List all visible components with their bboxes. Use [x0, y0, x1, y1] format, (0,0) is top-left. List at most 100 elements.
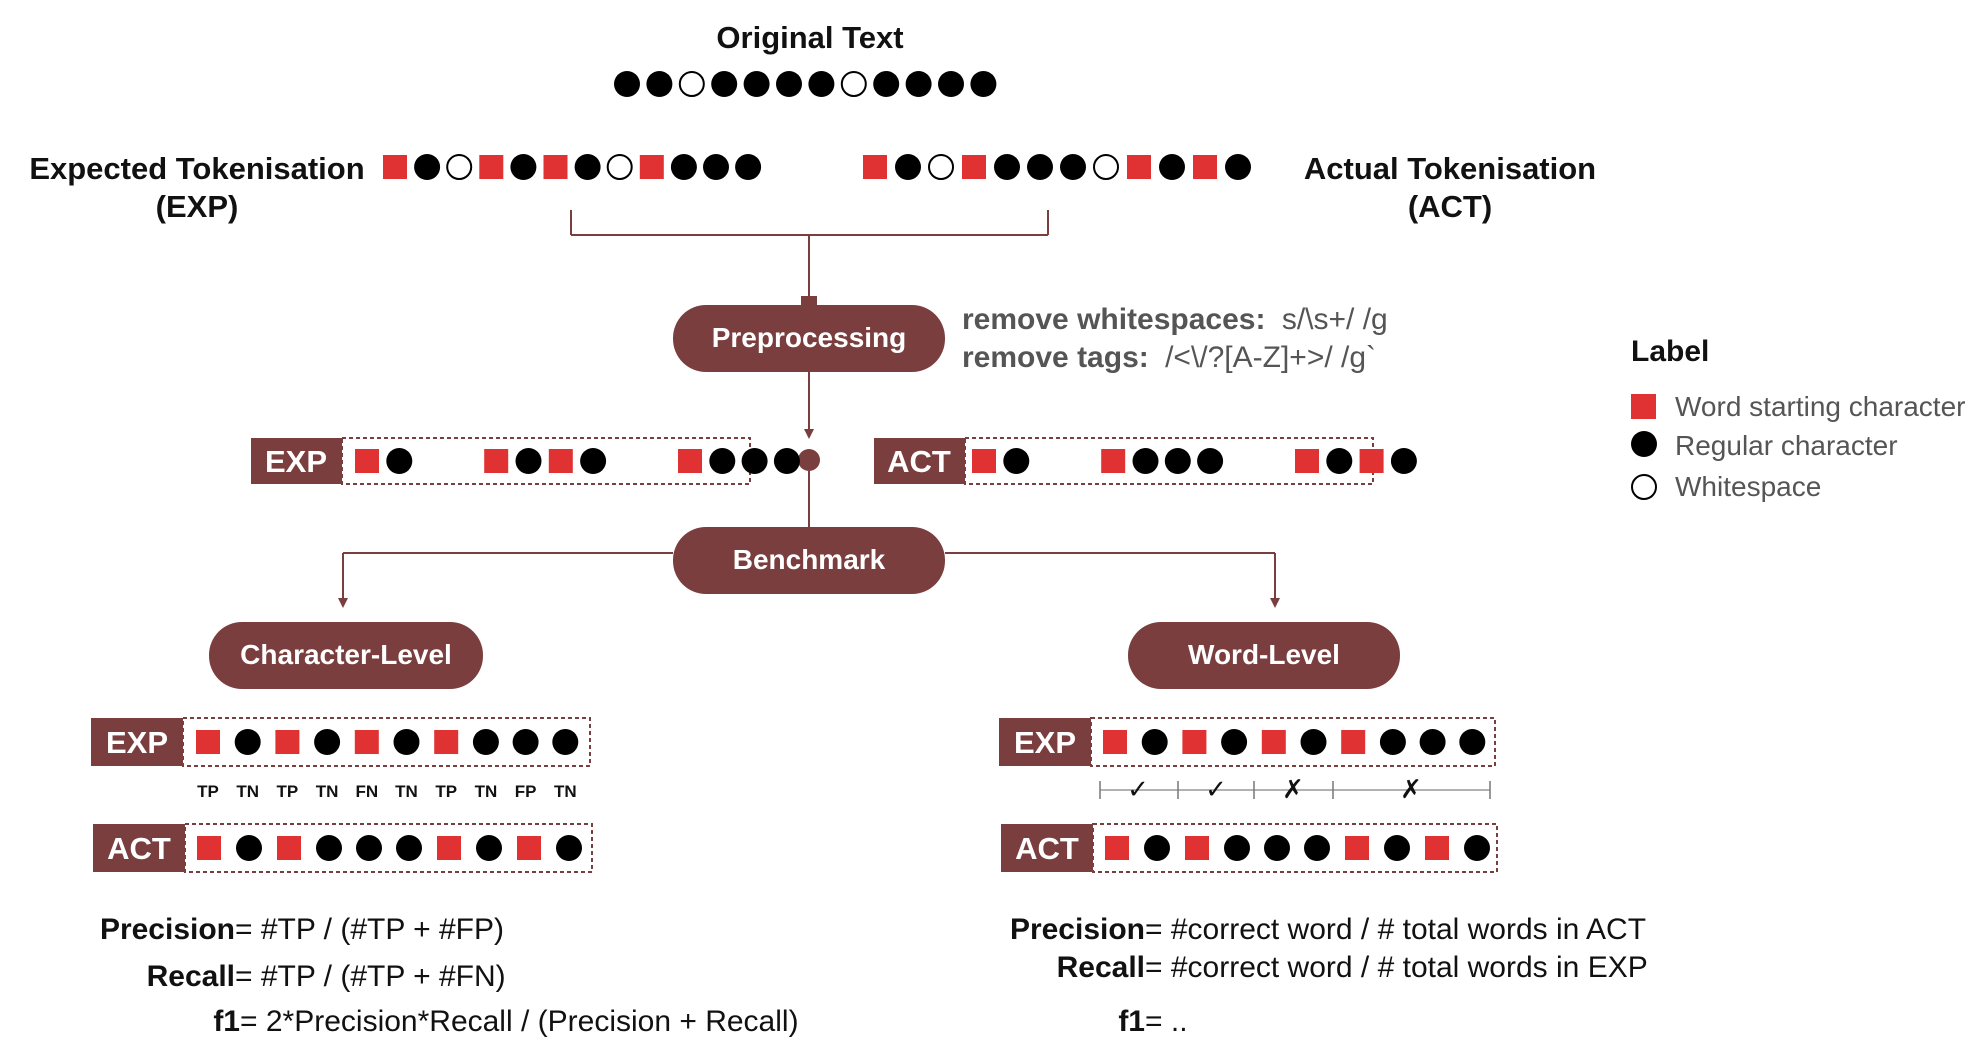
word-level-formulas: Precision = #correct word / # total word… — [1010, 913, 1648, 1038]
regular-dot — [873, 71, 900, 97]
word-start-square — [1425, 836, 1449, 860]
regular-dot — [1225, 154, 1251, 180]
preprocessed-act-row: ACT — [874, 437, 1417, 485]
rule-whitespace-pattern: s/\s+/ /g — [1282, 303, 1388, 336]
legend: Label Word starting character Regular ch… — [1631, 335, 1966, 502]
word-start-square — [1345, 836, 1369, 860]
whitespace-ring — [928, 154, 954, 180]
legend-square-symbol — [1631, 394, 1656, 419]
regular-dot — [512, 729, 539, 755]
word-start-square — [1127, 155, 1151, 179]
regular-dot — [1159, 154, 1185, 180]
regular-dot — [905, 71, 932, 97]
regular-dot — [236, 835, 262, 861]
character-level-label: Character-Level — [240, 639, 452, 670]
regular-dot — [646, 71, 673, 97]
regular-dot — [1224, 835, 1250, 861]
char-precision-formula: = #TP / (#TP + #FP) — [235, 913, 504, 946]
preprocessed-exp-tag: EXP — [265, 444, 327, 479]
outcome-label: TN — [236, 782, 259, 801]
regular-dot — [970, 71, 997, 97]
regular-dot — [1132, 448, 1159, 474]
regular-dot — [515, 448, 542, 474]
regular-dot — [1419, 729, 1446, 755]
outcome-label: TN — [554, 782, 577, 801]
word-recall-formula: = #correct word / # total words in EXP — [1145, 951, 1648, 984]
word-start-square — [639, 155, 664, 179]
regular-dot — [735, 154, 762, 180]
outcome-label: TN — [395, 782, 418, 801]
outcome-label: TN — [475, 782, 498, 801]
char-level-formulas: Precision = #TP / (#TP + #FP) Recall = #… — [100, 913, 799, 1038]
char-f1-formula: = 2*Precision*Recall / (Precision + Reca… — [240, 1005, 799, 1038]
regular-dot — [1464, 835, 1490, 861]
regular-dot — [1060, 154, 1086, 180]
rule-whitespace-name: remove whitespaces: — [962, 303, 1265, 336]
char-recall-label: Recall — [147, 960, 235, 993]
regular-dot — [1027, 154, 1053, 180]
legend-title: Label — [1631, 335, 1709, 368]
regular-dot — [709, 448, 736, 474]
word-start-square — [1101, 449, 1126, 473]
junction-dot — [798, 449, 820, 471]
word-start-square — [437, 836, 461, 860]
preprocessing-node: Preprocessing — [673, 305, 945, 372]
whitespace-ring — [446, 154, 473, 180]
regular-dot — [1003, 448, 1030, 474]
char-f1-label: f1 — [213, 1005, 240, 1038]
regular-dot — [808, 71, 835, 97]
outcome-label: FP — [515, 782, 537, 801]
word-recall-label: Recall — [1057, 951, 1145, 984]
word-level-label: Word-Level — [1188, 639, 1340, 670]
word-precision-formula: = #correct word / # total words in ACT — [1145, 913, 1646, 946]
regular-dot — [580, 448, 607, 474]
regular-dot — [556, 835, 582, 861]
char-level-exp-row: EXP — [91, 717, 591, 767]
word-start-square — [383, 155, 407, 179]
word-start-square — [434, 730, 459, 754]
regular-dot — [1390, 448, 1417, 474]
regular-dot — [1144, 835, 1170, 861]
preprocessing-label: Preprocessing — [712, 322, 907, 353]
char-level-exp-tag: EXP — [106, 725, 168, 760]
word-start-square — [543, 155, 568, 179]
char-precision-label: Precision — [100, 913, 235, 946]
outcome-label: TN — [316, 782, 339, 801]
regular-dot — [472, 729, 499, 755]
actual-tokenisation-sequence — [863, 154, 1251, 180]
whitespace-ring — [678, 71, 705, 97]
regular-dot — [614, 71, 640, 97]
benchmark-branches — [338, 552, 1280, 608]
char-level-exp-sequence — [196, 729, 579, 755]
preprocessed-exp-sequence — [355, 448, 800, 474]
regular-dot — [1304, 835, 1330, 861]
regular-dot — [1141, 729, 1168, 755]
outcome-label: TP — [277, 782, 299, 801]
word-level-node: Word-Level — [1128, 622, 1400, 689]
word-start-square — [863, 155, 887, 179]
whitespace-ring — [840, 71, 867, 97]
regular-dot — [396, 835, 422, 861]
legend-item-whitespace: Whitespace — [1675, 471, 1821, 502]
regular-dot — [476, 835, 502, 861]
benchmark-label: Benchmark — [733, 544, 886, 575]
regular-dot — [670, 154, 697, 180]
regular-dot — [314, 729, 341, 755]
word-start-square — [355, 449, 379, 473]
original-text-title: Original Text — [716, 20, 903, 55]
word-start-square — [277, 836, 301, 860]
word-precision-label: Precision — [1010, 913, 1145, 946]
preprocessed-act-tag: ACT — [887, 444, 951, 479]
regular-dot — [1459, 729, 1486, 755]
regular-dot — [895, 154, 921, 180]
char-level-act-sequence — [197, 835, 582, 861]
regular-dot — [356, 835, 382, 861]
word-level-act-sequence — [1105, 835, 1490, 861]
word-f1-formula: = .. — [1145, 1005, 1188, 1038]
word-f1-label: f1 — [1118, 1005, 1145, 1038]
mismatch-cross-mark: ✗ — [1282, 775, 1304, 805]
whitespace-ring — [1093, 154, 1119, 180]
regular-dot — [938, 71, 964, 97]
word-start-square — [1295, 449, 1319, 473]
